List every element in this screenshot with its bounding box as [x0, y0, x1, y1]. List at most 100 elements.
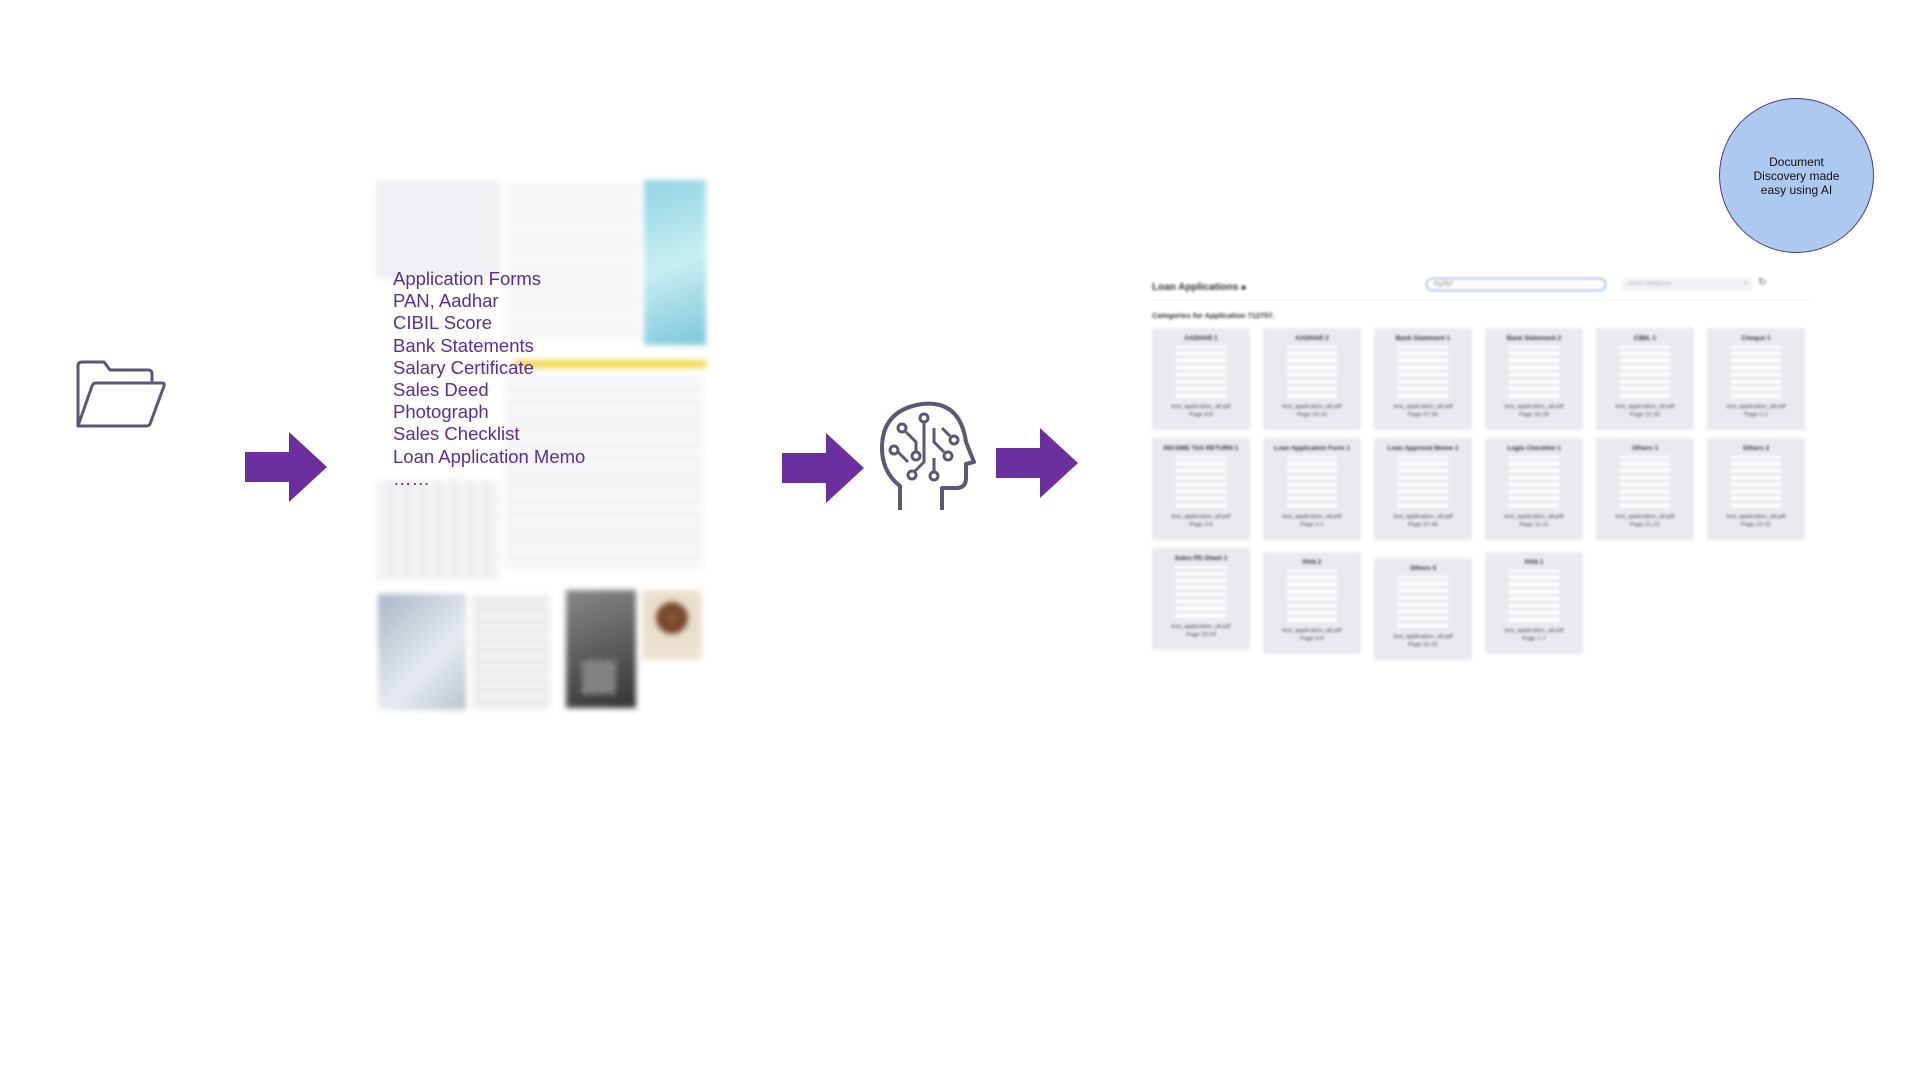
category-card[interactable]: INCOME TAX RETURN 1 test_application_all.…	[1152, 438, 1250, 540]
card-file: test_application_all.pdf	[1615, 514, 1675, 520]
category-card[interactable]: Loan Approval Memo 1 test_application_all…	[1374, 438, 1472, 540]
card-pages: Page 1-1	[1300, 522, 1324, 528]
card-file: test_application_all.pdf	[1282, 628, 1342, 634]
doc-type: Loan Application Memo	[393, 445, 586, 467]
doc-type: Application Forms	[393, 268, 542, 289]
card-thumbnail	[1398, 576, 1448, 628]
doc-type: CIBIL Score	[393, 312, 493, 334]
card-file: test_application_all.pdf	[1726, 404, 1786, 410]
card-thumbnail	[1731, 346, 1781, 398]
card-file: test_application_all.pdf	[1393, 634, 1453, 640]
card-title: Bank Statement 2	[1506, 335, 1562, 342]
category-select[interactable]: Select Categories▾	[1622, 278, 1752, 291]
card-pages: Page 27-30	[1408, 412, 1438, 418]
document-collage	[376, 180, 706, 710]
folder-icon: ■	[1241, 283, 1246, 292]
flow-arrow-3	[996, 428, 1078, 498]
card-thumbnail	[1509, 570, 1559, 622]
page-title: Loan Applications ■	[1152, 282, 1246, 293]
card-title: INCOME TAX RETURN 1	[1163, 445, 1239, 452]
category-card[interactable]: Bank Statement 1 test_application_all.pdf…	[1374, 328, 1472, 430]
category-card[interactable]: Loan Application Form 1 test_application_…	[1263, 438, 1361, 540]
loan-applications-panel: Loan Applications ■ 712757 Select Catego…	[1140, 264, 1820, 664]
card-title: AADHAR 2	[1295, 335, 1329, 342]
card-thumbnail	[1731, 456, 1781, 508]
card-title: Sales PD Sheet 1	[1174, 555, 1228, 562]
card-thumbnail	[1287, 346, 1337, 398]
card-file: test_application_all.pdf	[1171, 624, 1231, 630]
card-thumbnail	[1176, 346, 1226, 398]
card-thumbnail	[1176, 456, 1226, 508]
card-file: test_application_all.pdf	[1726, 514, 1786, 520]
card-thumbnail	[1287, 456, 1337, 508]
doc-type: Bank Statements	[393, 334, 534, 356]
card-file: test_application_all.pdf	[1504, 514, 1564, 520]
doc-type: PAN, Aadhar	[393, 290, 499, 312]
doc-type: Photograph	[393, 401, 489, 423]
card-pages: Page 22-22	[1741, 522, 1771, 528]
doc-type: Sales Deed	[393, 379, 489, 401]
card-file: test_application_all.pdf	[1171, 514, 1231, 520]
card-file: test_application_all.pdf	[1282, 514, 1342, 520]
card-pages: Page 11-11	[1519, 522, 1549, 528]
card-pages: Page 3-6	[1189, 522, 1213, 528]
search-input[interactable]: 712757	[1426, 278, 1606, 291]
card-title: PAN 2	[1302, 559, 1322, 566]
flow-arrow-2	[782, 433, 864, 503]
tagline-badge: Document Discovery made easy using AI	[1719, 98, 1874, 253]
card-title: PAN 1	[1524, 559, 1544, 566]
doc-type: Sales Checklist	[393, 423, 520, 445]
categories-heading: Categories for Application 712757.	[1152, 311, 1275, 320]
card-title: Others 1	[1631, 445, 1659, 452]
card-title: Others 2	[1742, 445, 1770, 452]
card-thumbnail	[1176, 566, 1226, 618]
ai-brain-icon	[880, 401, 976, 510]
card-thumbnail	[1287, 570, 1337, 622]
refresh-icon[interactable]: ↻	[1758, 277, 1767, 288]
card-pages: Page 10-10	[1297, 412, 1327, 418]
document-type-list: Application Forms PAN, Aadhar CIBIL Scor…	[393, 268, 585, 490]
card-file: test_application_all.pdf	[1504, 628, 1564, 634]
card-title: Others 5	[1409, 565, 1437, 572]
card-file: test_application_all.pdf	[1393, 404, 1453, 410]
card-thumbnail	[1398, 346, 1448, 398]
card-pages: Page 12-20	[1630, 412, 1660, 418]
card-pages: Page 2-2	[1744, 412, 1768, 418]
card-pages: Page 9-9	[1300, 636, 1324, 642]
card-pages: Page 32-36	[1519, 412, 1549, 418]
card-title: Loan Approval Memo 1	[1387, 445, 1459, 452]
card-thumbnail	[1398, 456, 1448, 508]
card-pages: Page 37-46	[1408, 522, 1438, 528]
doc-type: Salary Certificate	[393, 356, 534, 378]
folder-open-icon	[76, 360, 166, 428]
flow-arrow-1	[245, 432, 327, 502]
card-file: test_application_all.pdf	[1282, 404, 1342, 410]
category-card[interactable]: Login Checklist 1 test_application_all.pd…	[1485, 438, 1583, 540]
card-title: Loan Application Form 1	[1274, 445, 1350, 452]
card-pages: Page 8-8	[1189, 412, 1213, 418]
card-file: test_application_all.pdf	[1504, 404, 1564, 410]
card-title: CIBIL 1	[1633, 335, 1657, 342]
card-pages: Page 31-31	[1408, 642, 1438, 648]
card-title: Bank Statement 1	[1395, 335, 1451, 342]
card-title: AADHAR 1	[1184, 335, 1218, 342]
card-file: test_application_all.pdf	[1393, 514, 1453, 520]
card-title: Cheque 1	[1741, 335, 1771, 342]
card-file: test_application_all.pdf	[1615, 404, 1675, 410]
card-thumbnail	[1509, 346, 1559, 398]
card-thumbnail	[1509, 456, 1559, 508]
category-card[interactable]: Sales PD Sheet 1 test_application_all.pdf…	[1152, 548, 1250, 650]
card-pages: Page 23-24	[1186, 632, 1216, 638]
card-pages: Page 7-7	[1522, 636, 1546, 642]
category-card[interactable]: Bank Statement 2 test_application_all.pdf…	[1485, 328, 1583, 430]
card-title: Login Checklist 1	[1507, 445, 1561, 452]
